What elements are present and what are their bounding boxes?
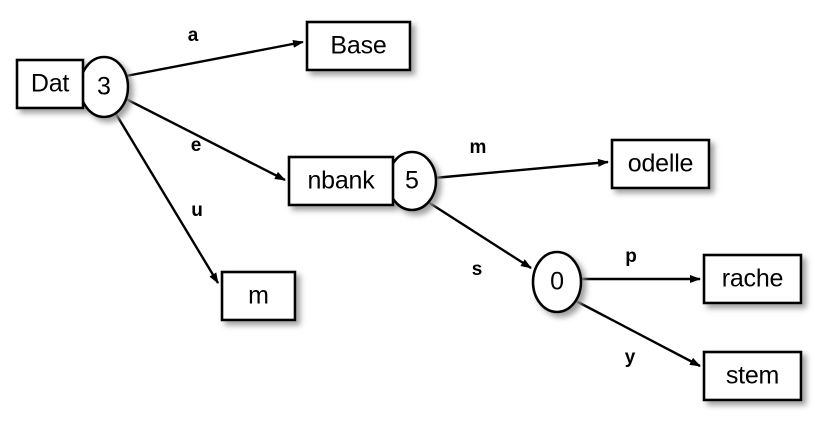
node-state-label-dat: 3 <box>97 73 111 101</box>
node-zero[interactable]: 0 <box>531 250 583 314</box>
edge-label-y: y <box>625 347 636 368</box>
node-m-box[interactable]: m <box>220 270 297 322</box>
node-label-base: Base <box>330 32 386 60</box>
node-label-nbank: nbank <box>307 167 375 195</box>
node-rect-nbank[interactable] <box>287 155 395 207</box>
edge-label-e: e <box>191 135 202 156</box>
node-nbank[interactable]: 5 nbank <box>287 150 438 212</box>
edge-s <box>427 200 532 270</box>
node-rache[interactable]: rache <box>702 253 803 305</box>
node-rect-dat[interactable] <box>15 58 85 110</box>
edge-label-u: u <box>191 200 203 221</box>
edge-labels-layer: a e u m s p y <box>188 25 637 368</box>
node-label-m-box: m <box>248 282 269 310</box>
edges-layer <box>114 39 701 368</box>
node-label-rache: rache <box>722 265 784 293</box>
edge-label-p: p <box>625 246 637 267</box>
node-state-label-nbank: 5 <box>405 167 419 195</box>
edge-u <box>114 113 220 284</box>
node-label-stem: stem <box>726 362 779 390</box>
node-rect-odelle[interactable] <box>610 138 711 190</box>
node-ellipse-zero[interactable] <box>531 250 583 314</box>
node-label-odelle: odelle <box>628 150 694 178</box>
node-odelle[interactable]: odelle <box>610 138 711 190</box>
node-stem[interactable]: stem <box>702 350 803 402</box>
node-base[interactable]: Base <box>305 20 412 72</box>
edge-m <box>433 158 609 180</box>
node-label-zero: 0 <box>550 268 564 296</box>
node-rect-base[interactable] <box>305 20 412 72</box>
node-rect-m-box[interactable] <box>220 270 297 322</box>
edge-y <box>575 299 701 368</box>
edge-e <box>125 97 286 182</box>
node-dat[interactable]: 3 Dat <box>15 55 130 119</box>
node-rect-stem[interactable] <box>702 350 803 402</box>
nodes-layer: 3 Dat Base 5 nbank m odelle 0 rache stem <box>15 20 803 402</box>
edge-a <box>125 39 304 78</box>
node-rect-rache[interactable] <box>702 253 803 305</box>
edge-label-s: s <box>472 259 483 280</box>
edge-label-m: m <box>470 137 487 158</box>
node-label-dat: Dat <box>31 70 70 98</box>
edge-label-a: a <box>188 25 199 46</box>
